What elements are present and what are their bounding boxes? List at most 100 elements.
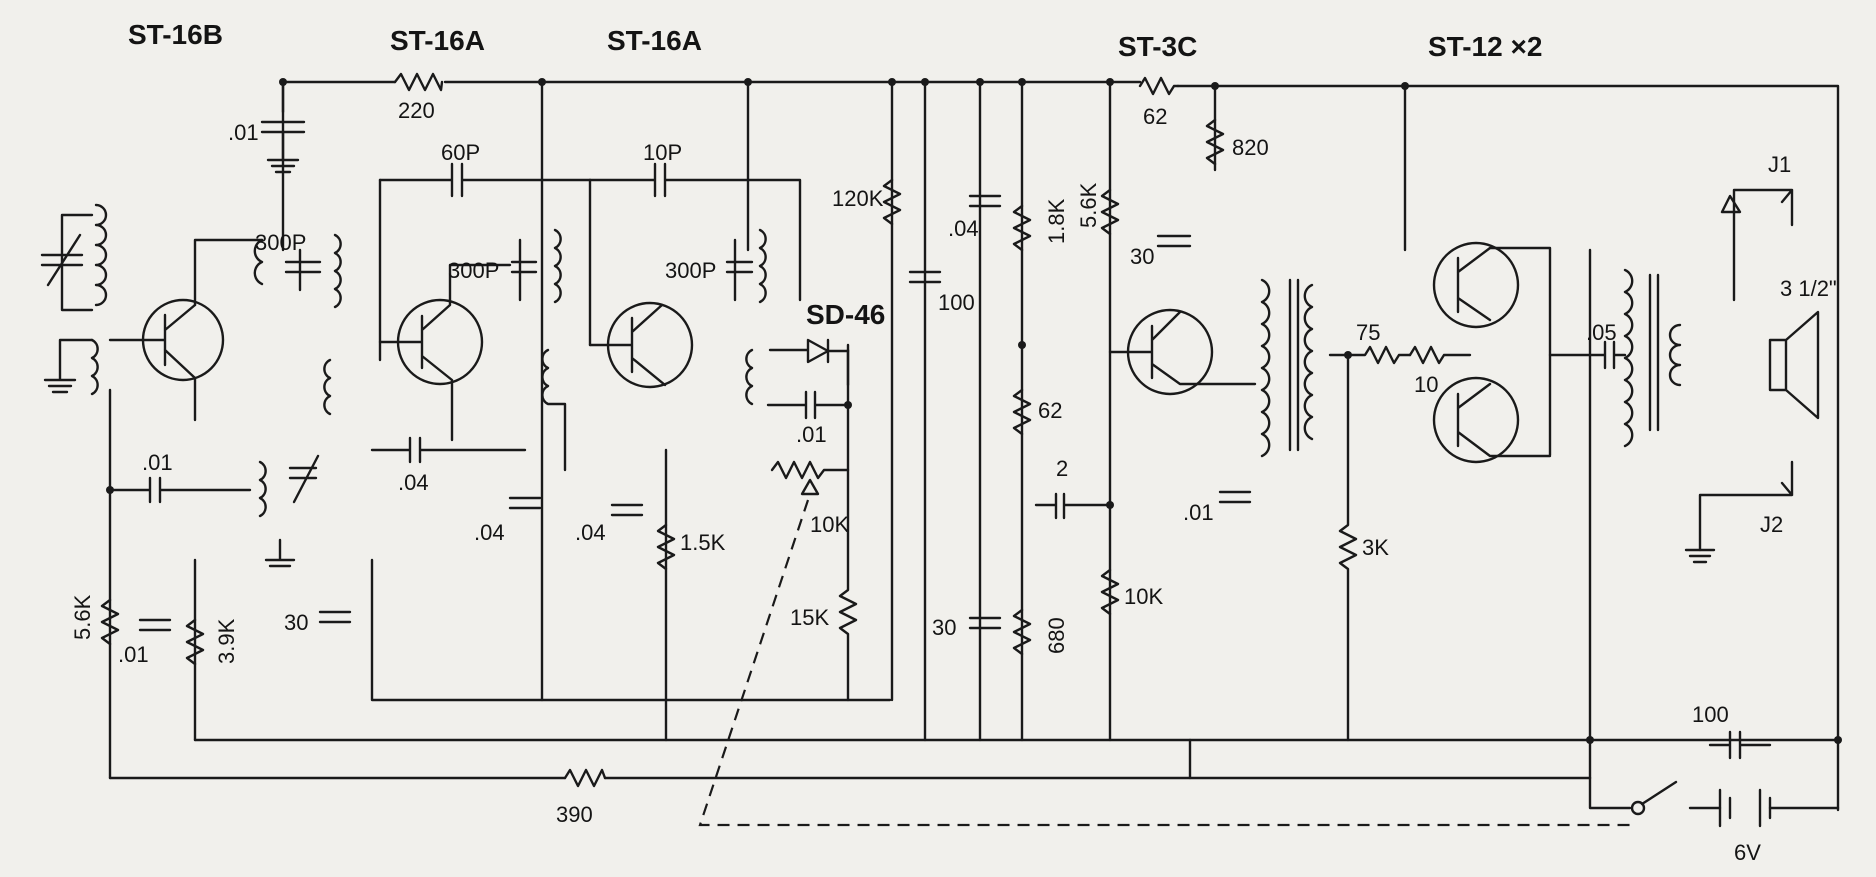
label-c04-mid: .04 (948, 216, 979, 241)
label-r5-6k-mid: 5.6K (1076, 182, 1101, 228)
label-c05: .05 (1586, 320, 1617, 345)
capacitor-30-left: 30 (284, 610, 352, 635)
resistor-5-6k-mid: 5.6K (1076, 182, 1120, 236)
label-r10: 10 (1414, 372, 1438, 397)
resistor-1-5k: 1.5K (656, 523, 726, 571)
label-c30-left: 30 (284, 610, 308, 635)
detector-network: .01 10K (766, 390, 849, 537)
header-st16a-1: ST-16A (390, 25, 485, 56)
capacitor-01-top: .01 (228, 80, 306, 174)
capacitor-30-mid: 30 (932, 615, 1002, 640)
capacitor-04-b: .04 (474, 496, 542, 545)
capacitor-01-bot: .01 (118, 618, 172, 667)
driver-transformer (1260, 278, 1314, 458)
label-c01-left: .01 (142, 450, 173, 475)
resistor-10k: 10K (1100, 568, 1163, 616)
ganged-switch-link (698, 499, 1630, 827)
label-vr10k: 10K (810, 512, 849, 537)
antenna-coil (40, 203, 108, 396)
label-r390: 390 (556, 802, 593, 827)
label-r1-5k: 1.5K (680, 530, 726, 555)
label-c2: 2 (1056, 456, 1068, 481)
oscillator-coil (258, 454, 320, 568)
transistor-q6 (1432, 376, 1552, 464)
label-c30-mid: 30 (932, 615, 956, 640)
label-c01-top: .01 (228, 120, 259, 145)
label-c01-right: .01 (1183, 500, 1214, 525)
battery-6v: 6V (1718, 788, 1772, 865)
label-c300p-3: 300P (665, 258, 716, 283)
label-batt: 6V (1734, 840, 1761, 865)
label-c60p: 60P (441, 140, 480, 165)
transistor-q3 (588, 301, 694, 389)
capacitor-01-right: .01 (1183, 490, 1252, 525)
resistor-15k: 15K (790, 348, 858, 702)
header-st16a-2: ST-16A (607, 25, 702, 56)
resistor-1-8k: 1.8K (1012, 198, 1069, 252)
resistor-680: 680 (1012, 608, 1069, 656)
label-c04-b: .04 (474, 520, 505, 545)
resistor-3-9k: 3.9K (185, 618, 239, 666)
label-c300p-1: 300P (255, 230, 306, 255)
label-c01-bot: .01 (118, 642, 149, 667)
resistor-62-mid: 62 (1012, 388, 1062, 436)
capacitor-30-top: 30 (1130, 234, 1192, 269)
label-r680: 680 (1044, 617, 1069, 654)
resistor-62-top: 62 (1138, 76, 1180, 129)
label-c300p-2: 300P (448, 258, 499, 283)
capacitor-05: .05 (1548, 320, 1627, 370)
capacitor-04-mid: .04 (948, 194, 1002, 241)
if-transformer-3: 300P (665, 228, 767, 406)
label-sd46: SD-46 (806, 299, 885, 330)
capacitor-01-left: .01 (108, 450, 252, 504)
power-switch (1630, 780, 1678, 816)
speaker: 3 1/2" (1768, 276, 1837, 420)
label-r62-mid: 62 (1038, 398, 1062, 423)
resistor-220: 220 (393, 72, 444, 123)
label-r15k: 15K (790, 605, 829, 630)
label-j1: J1 (1768, 152, 1791, 177)
label-c04-c: .04 (575, 520, 606, 545)
capacitor-60p: 60P (378, 140, 592, 198)
header-st16b: ST-16B (128, 19, 223, 50)
jack-j1: J1 (1720, 152, 1794, 302)
resistor-10: 10 (1408, 345, 1472, 397)
capacitor-04-c: .04 (575, 503, 644, 545)
label-r75: 75 (1356, 320, 1380, 345)
header-st12x2: ST-12 ×2 (1428, 31, 1542, 62)
resistor-120k: 120K (832, 178, 902, 226)
label-c100-mid: 100 (938, 290, 975, 315)
label-c30-top: 30 (1130, 244, 1154, 269)
output-transformer (1623, 268, 1682, 448)
junction-dots (106, 78, 1842, 744)
label-r3-9k: 3.9K (214, 618, 239, 664)
label-r10k: 10K (1124, 584, 1163, 609)
if-transformer-1: 300P (253, 230, 342, 416)
capacitor-04-a: .04 (370, 436, 527, 495)
capacitor-100-bat: 100 (1692, 702, 1772, 760)
stage-headers: ST-16B ST-16A ST-16A ST-3C ST-12 ×2 (128, 19, 1542, 62)
capacitor-10p: 10P (588, 140, 802, 302)
label-r1-8k: 1.8K (1044, 198, 1069, 244)
label-speaker: 3 1/2" (1780, 276, 1837, 301)
label-r120k: 120K (832, 186, 884, 211)
diode-sd46: SD-46 (768, 299, 885, 364)
resistor-820: 820 (1205, 118, 1269, 166)
transistor-q4 (1108, 308, 1257, 396)
label-r5-6k-left: 5.6K (70, 594, 95, 640)
capacitor-100-mid: 100 (908, 270, 975, 315)
label-r3k: 3K (1362, 535, 1389, 560)
label-r62-top: 62 (1143, 104, 1167, 129)
transistor-q5 (1432, 241, 1552, 457)
resistor-3k: 3K (1338, 353, 1389, 742)
capacitor-2: 2 (1034, 456, 1112, 520)
label-j2: J2 (1760, 512, 1783, 537)
resistor-390: 390 (556, 768, 607, 827)
label-c01-det: .01 (796, 422, 827, 447)
jack-j2: J2 (1684, 460, 1794, 564)
bus-wires (108, 80, 1840, 812)
label-c04-a: .04 (398, 470, 429, 495)
label-r820: 820 (1232, 135, 1269, 160)
transistor-q2 (378, 178, 512, 442)
